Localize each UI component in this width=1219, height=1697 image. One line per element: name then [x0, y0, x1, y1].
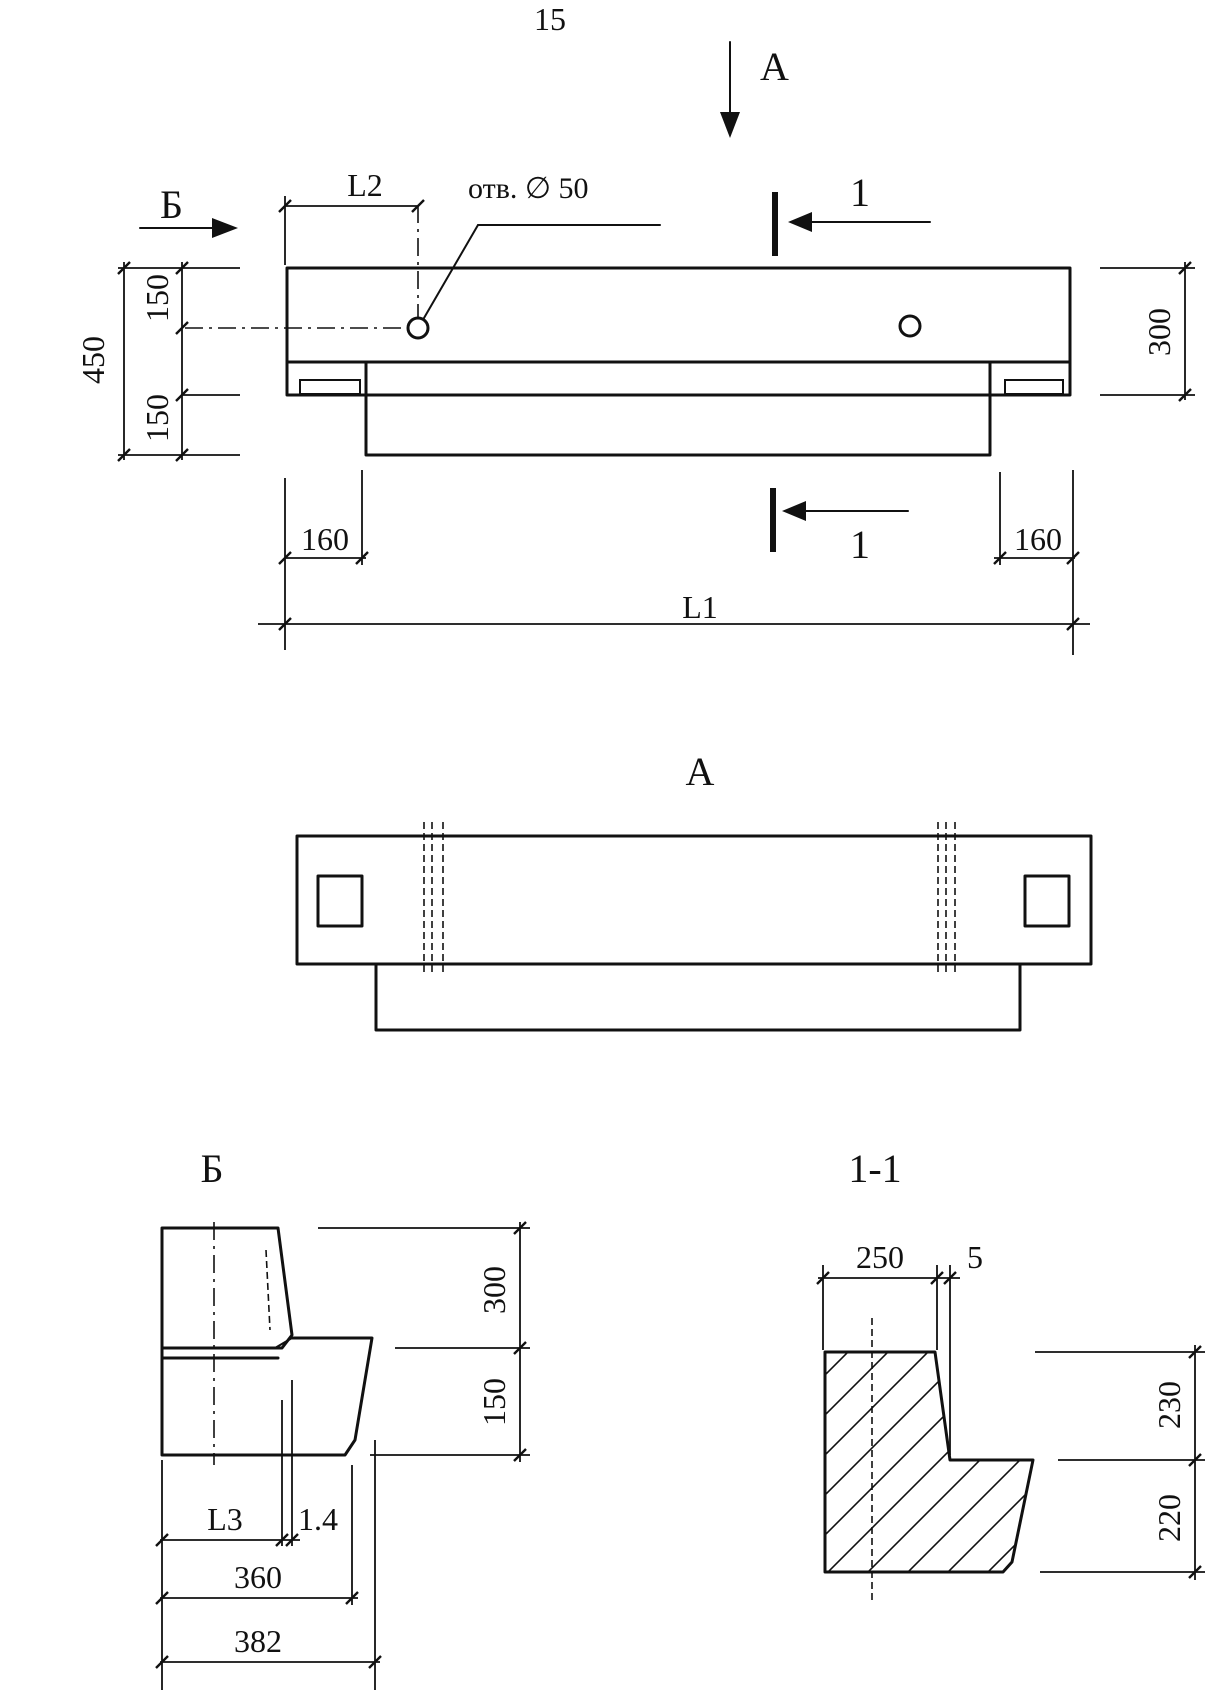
beam-top-block — [285, 266, 1072, 397]
dim-300-side: 300 — [476, 1266, 512, 1314]
view-b: Б 300 150 L3 1.4 360 — [155, 1146, 530, 1690]
view-a-title: А — [686, 749, 715, 794]
dim-150-side: 150 — [476, 1378, 512, 1426]
view-a-arrow: А — [720, 41, 789, 138]
view-a: А — [295, 749, 1093, 1032]
section-cut-bottom-label: 1 — [850, 522, 870, 567]
dim-360: 360 — [234, 1559, 282, 1595]
section-hatch — [825, 1352, 1033, 1572]
beam-bottom-block — [364, 360, 992, 457]
dim-300-front: 300 — [1141, 308, 1177, 356]
dim-230: 230 — [1151, 1381, 1187, 1429]
view-a-pocket-left — [316, 874, 364, 928]
dim-220: 220 — [1151, 1494, 1187, 1542]
front-view: А Б 1 1 — [75, 41, 1195, 655]
dim-1-4: 1.4 — [298, 1501, 338, 1537]
section-cut-top: 1 — [772, 170, 931, 256]
section-title: 1-1 — [848, 1146, 901, 1191]
dim-l2: L2 — [347, 167, 383, 203]
view-b-upper-profile — [160, 1226, 294, 1350]
dim-150-bottom: 150 — [139, 394, 175, 442]
view-b-arrow-label: Б — [160, 182, 183, 227]
view-a-pocket-right — [1023, 874, 1071, 928]
section-cut-top-label: 1 — [850, 170, 870, 215]
view-b-arrow: Б — [139, 182, 238, 238]
view-a-bottom-block — [374, 962, 1022, 1032]
hole-note: отв. ∅ 50 — [468, 172, 589, 205]
view-a-top-block — [295, 834, 1093, 966]
section-1-1: 1-1 250 5 — [816, 1146, 1205, 1600]
dim-l1: L1 — [682, 589, 718, 625]
dim-150-top: 150 — [139, 274, 175, 322]
dim-160-right: 160 — [1014, 521, 1062, 557]
view-b-lower-profile — [160, 1336, 374, 1457]
end-pad-right — [1004, 379, 1064, 395]
end-pad-left — [299, 379, 361, 395]
dim-450: 450 — [75, 336, 111, 384]
section-outline — [823, 1350, 1035, 1574]
dim-382: 382 — [234, 1623, 282, 1659]
hole-left-icon — [406, 316, 430, 340]
dim-l3: L3 — [207, 1501, 243, 1537]
view-a-arrow-label: А — [760, 44, 789, 89]
page-number: 15 — [534, 1, 566, 37]
dim-250: 250 — [856, 1239, 904, 1275]
dim-5: 5 — [967, 1239, 983, 1275]
section-cut-bottom: 1 — [770, 488, 909, 567]
hole-right-icon — [898, 314, 922, 338]
dim-160-left: 160 — [301, 521, 349, 557]
view-b-title: Б — [201, 1146, 224, 1191]
